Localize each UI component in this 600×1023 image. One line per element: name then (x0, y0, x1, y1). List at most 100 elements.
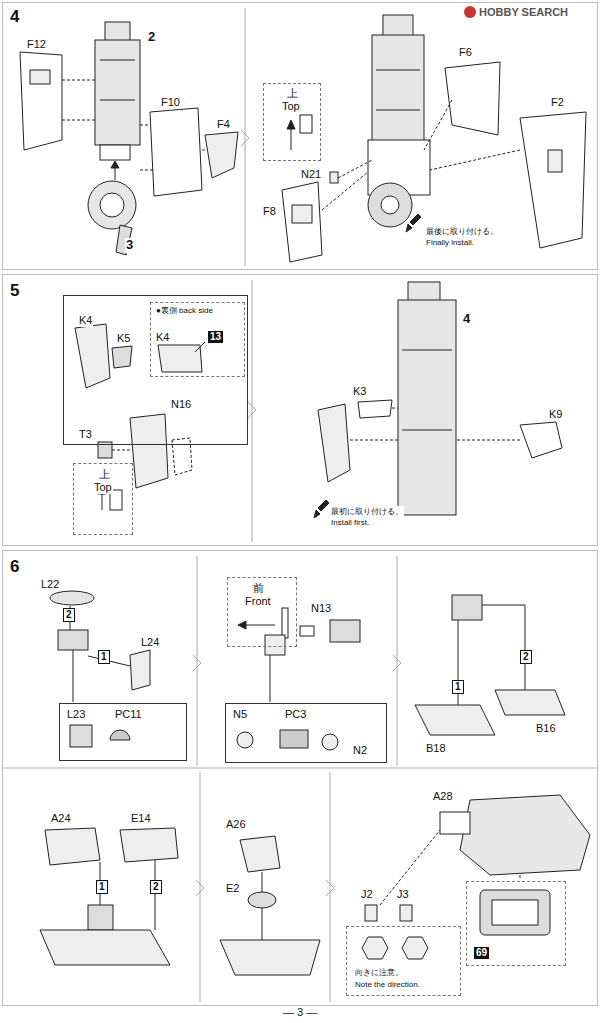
part-label: A26 (225, 818, 247, 831)
step6-parts (155, 860, 156, 930)
step6-parts (482, 605, 525, 690)
dividers (196, 880, 204, 896)
step5-parts (402, 430, 452, 431)
step6-parts (238, 621, 246, 629)
part-label: A28 (432, 790, 454, 803)
step5-parts (456, 440, 520, 441)
step6-parts (330, 620, 360, 642)
step-number: 5 (9, 281, 20, 301)
step6-parts (110, 730, 130, 740)
step6-parts (440, 812, 470, 834)
step4-parts (410, 214, 421, 225)
part-label: N21 (300, 168, 322, 181)
part-label: F8 (262, 205, 277, 218)
part-label: F2 (550, 96, 565, 109)
step4-parts (548, 150, 562, 172)
callout-number: 1 (98, 650, 110, 664)
step4-parts (62, 120, 95, 121)
step4-parts (100, 193, 124, 217)
step6-parts (240, 836, 280, 872)
step4-parts (150, 108, 202, 196)
parts-box: N5PC3N2 (225, 703, 387, 763)
step4-parts (100, 60, 135, 61)
step4-parts (140, 125, 150, 126)
callout-number: 1 (96, 880, 108, 894)
step5-parts (75, 282, 562, 518)
step-panel: 5K4K5●裏側 back sideK413上Top (2, 274, 598, 546)
step4-parts (430, 150, 520, 170)
step4-parts (338, 160, 372, 178)
callout-number: 2 (63, 608, 75, 622)
step6-parts (265, 635, 285, 655)
step4-parts (111, 161, 119, 168)
step4-parts (445, 62, 500, 135)
step5-parts (398, 300, 456, 515)
step4-parts (205, 132, 238, 178)
sticker-inset: 69 (466, 881, 566, 966)
step6-parts (402, 937, 428, 959)
step4-parts (322, 100, 520, 210)
step5-parts (172, 438, 192, 475)
step6-parts (58, 630, 88, 650)
part-label: J3 (396, 888, 410, 901)
part-label: N13 (310, 602, 332, 615)
step4-parts (292, 205, 312, 223)
inset-text: ●裏側 back side (155, 306, 214, 315)
step4-parts (287, 120, 295, 129)
step5-parts (318, 404, 350, 482)
step4-parts (381, 196, 399, 214)
step-panel: 6L23PC11前FrontN5PC3N2向きに注意。Note the dire… (2, 550, 598, 1006)
step6-parts (480, 890, 550, 935)
step6-parts (237, 732, 253, 748)
callout-number: 2 (150, 880, 162, 894)
step4-parts (300, 115, 312, 133)
step6-parts (452, 595, 482, 620)
step6-parts (270, 655, 271, 702)
step6-parts (415, 705, 495, 735)
inset-text: PC11 (114, 708, 143, 721)
part-label: F12 (26, 38, 47, 51)
inset-text: Front (244, 595, 272, 608)
step6-parts (280, 730, 308, 748)
watermark: HOBBY SEARCH (478, 6, 569, 19)
step5-parts (130, 414, 168, 488)
step6-parts (300, 626, 314, 636)
part-label: B16 (535, 722, 557, 735)
step-panel: 4上Top (2, 2, 598, 270)
step6-parts (88, 905, 113, 930)
step5-parts (358, 400, 392, 418)
step4-parts (20, 15, 586, 262)
step6-parts (120, 828, 178, 862)
inset-text: 上 (98, 468, 111, 481)
dividers (4, 8, 596, 1002)
inset-text: 上 (286, 87, 299, 100)
inset-text: 69 (474, 947, 489, 959)
step4-parts (20, 52, 62, 150)
dividers (397, 556, 398, 766)
part-label: L24 (140, 636, 160, 649)
step5-parts (112, 450, 132, 451)
note-text: Finally install. (425, 238, 475, 247)
step4-parts (282, 182, 322, 262)
note-text: Install first. (330, 518, 370, 527)
note-inset: 向きに注意。Note the direction. (346, 926, 461, 996)
dividers (4, 768, 596, 769)
step4-parts (376, 110, 420, 111)
step-number: 6 (9, 557, 20, 577)
step5-parts (75, 324, 110, 388)
step6-parts (322, 734, 338, 750)
step5-parts (520, 422, 562, 458)
part-label: J2 (360, 888, 374, 901)
watermark-logo (464, 6, 476, 18)
step6-parts (495, 690, 565, 715)
dividers (330, 772, 331, 1002)
part-label: K3 (352, 385, 367, 398)
step4-parts (372, 35, 424, 145)
step6-parts (248, 892, 276, 908)
dividers (252, 280, 253, 542)
inset-text: PC3 (284, 708, 307, 721)
step6-parts (40, 930, 170, 965)
dividers (193, 655, 201, 671)
